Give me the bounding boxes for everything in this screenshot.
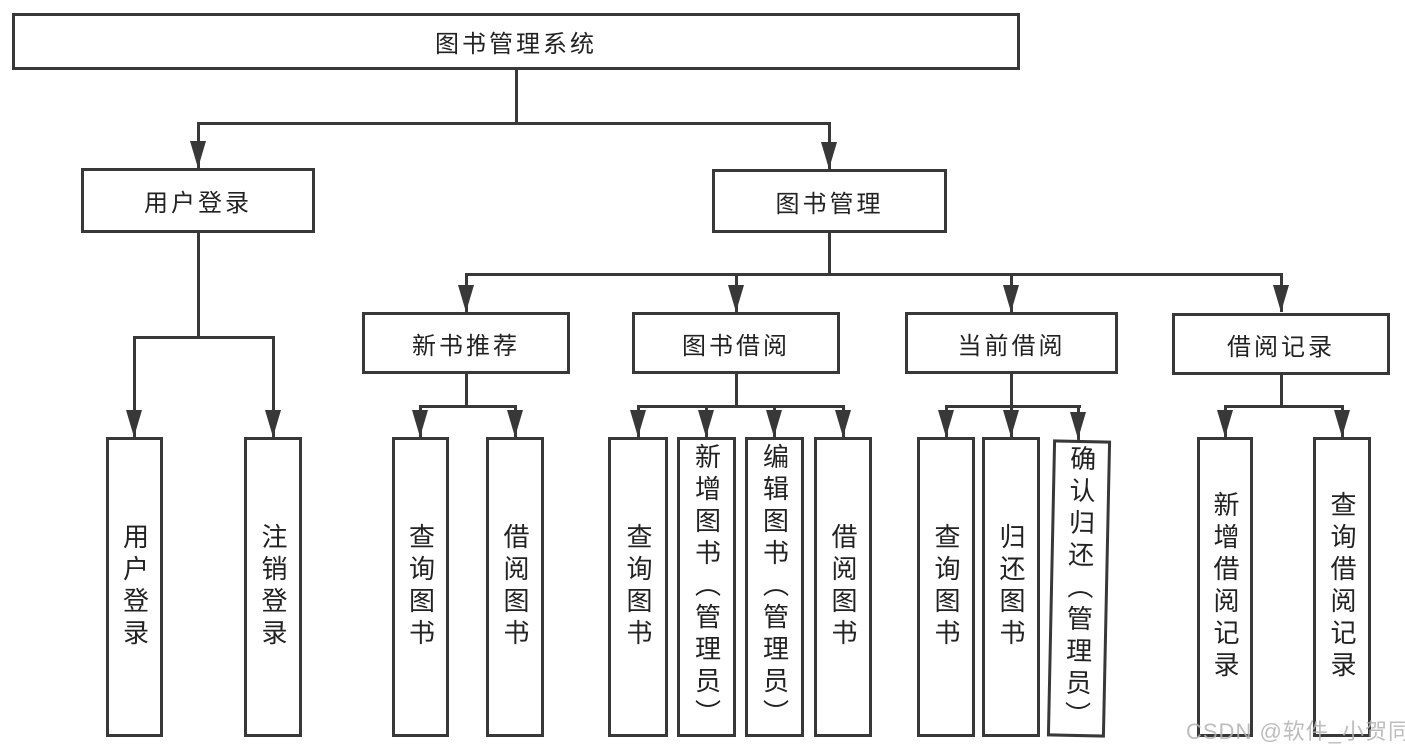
arrow-down-icon [1003,285,1019,312]
node-borrowing-add-books-admin: 新增图书（管理员） [677,437,736,737]
node-records-add-record: 新增借阅记录 [1197,437,1253,737]
arrow-down-icon [728,285,744,312]
arrow-down-icon [458,285,474,312]
node-new-book-recommendation: 新书推荐 [362,312,570,374]
arrow-down-icon [265,410,281,437]
node-label: 查询图书 [931,523,961,651]
csdn-watermark: CSDN @软件_小贺同学 [1186,719,1405,744]
node-current-borrowing: 当前借阅 [905,312,1118,374]
node-label: 查询图书 [623,523,653,651]
arrow-down-icon [766,410,782,437]
node-current-return-books: 归还图书 [982,437,1040,737]
node-label: 查询图书 [405,523,436,651]
node-label: 借阅图书 [828,523,858,651]
arrow-down-icon [1070,412,1086,439]
connector-line [945,405,1081,408]
node-library-management-system: 图书管理系统 [12,13,1020,70]
arrow-down-icon [126,410,142,437]
node-label: 新增借阅记录 [1210,491,1240,683]
arrow-down-icon [1217,410,1233,437]
connector-line [828,233,831,273]
connector-line [465,273,1283,276]
node-label: 用户登录 [119,523,150,651]
node-borrowing-query-books: 查询图书 [608,437,668,737]
node-label: 新增图书（管理员） [691,443,722,731]
node-label: 确认归还（管理员） [1060,444,1098,733]
arrow-down-icon [821,142,837,169]
connector-line [637,405,845,408]
connector-line [1280,375,1283,405]
node-logout-leaf: 注销登录 [244,437,302,737]
arrow-down-icon [190,141,206,168]
node-label: 查询借阅记录 [1327,491,1357,683]
connector-line [197,233,200,336]
connector-line [1224,405,1344,408]
arrow-down-icon [835,410,851,437]
connector-line [735,374,738,405]
arrow-down-icon [938,410,954,437]
node-recommend-borrow-books: 借阅图书 [486,437,544,737]
arrow-down-icon [1003,410,1019,437]
arrow-down-icon [1334,410,1350,437]
connector-line [133,336,136,437]
node-borrowing-borrow-books: 借阅图书 [814,437,872,737]
node-label: 归还图书 [996,523,1026,651]
node-label: 借阅图书 [500,523,530,651]
node-records-query-record: 查询借阅记录 [1313,437,1371,737]
node-current-query-books: 查询图书 [917,437,975,737]
node-borrowing-edit-books-admin: 编辑图书（管理员） [745,437,804,737]
node-borrowing-records: 借阅记录 [1172,313,1390,375]
connector-line [272,336,275,437]
node-book-borrowing: 图书借阅 [632,312,840,374]
connector-line [515,70,518,123]
connector-line [133,336,275,339]
node-recommend-query-books: 查询图书 [392,437,449,737]
connector-line [465,374,468,405]
node-current-confirm-return-admin: 确认归还（管理员） [1046,439,1112,738]
node-label: 编辑图书（管理员） [759,443,790,731]
arrow-down-icon [698,410,714,437]
arrow-down-icon [1273,285,1289,312]
arrow-down-icon [507,410,523,437]
node-label: 注销登录 [258,523,288,651]
node-user-login-leaf: 用户登录 [106,437,163,737]
connector-line [1010,374,1013,405]
arrow-down-icon [630,410,646,437]
arrow-down-icon [412,410,428,437]
node-book-management: 图书管理 [712,169,947,233]
connector-line [197,122,831,125]
connector-line [419,405,517,408]
node-user-login: 用户登录 [81,168,315,233]
